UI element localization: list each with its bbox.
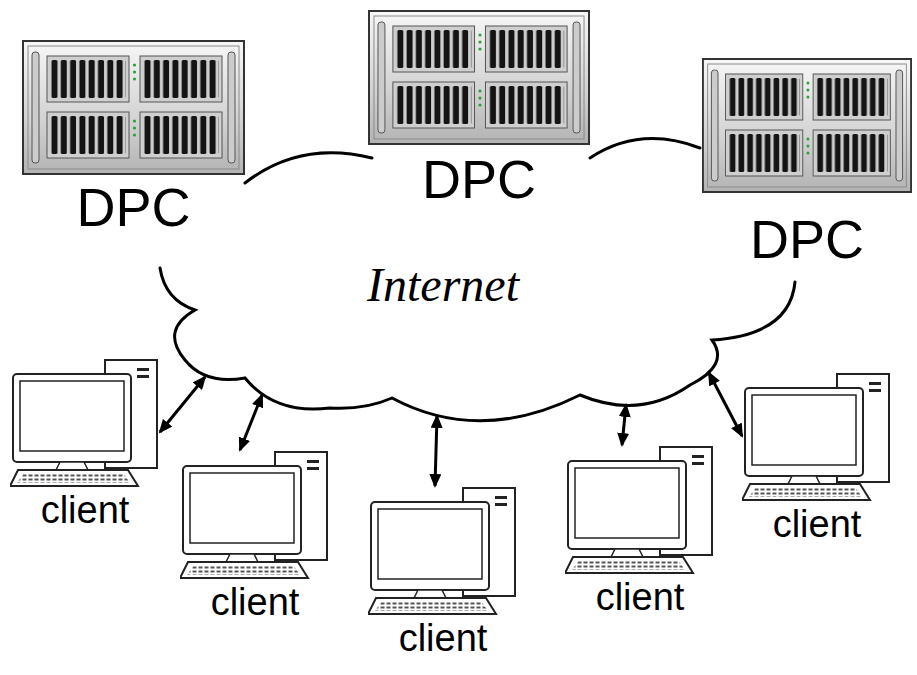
data-center-server: DPC — [368, 10, 590, 209]
computer-icon — [742, 372, 892, 502]
label-holder: client — [180, 582, 330, 624]
computer-icon — [565, 445, 715, 575]
computer-icon — [368, 486, 518, 616]
computer-icon — [180, 450, 330, 580]
node-label: client — [399, 618, 488, 660]
server-icon — [22, 40, 245, 175]
node-label: DPC — [750, 210, 864, 269]
data-center-server: DPC — [702, 58, 912, 269]
label-holder: client — [742, 504, 892, 546]
double-arrow — [240, 395, 262, 450]
data-center-server: DPC — [22, 40, 245, 237]
cloud-arc — [590, 139, 700, 158]
client-computer: client — [180, 450, 330, 624]
node-label: Internet — [367, 259, 519, 312]
double-arrow — [435, 416, 437, 486]
double-arrow — [709, 373, 742, 436]
node-label: DPC — [76, 178, 190, 237]
client-computer: client — [368, 486, 518, 660]
client-computer: client — [10, 358, 160, 532]
label-holder: client — [10, 490, 160, 532]
node-label: client — [41, 490, 130, 532]
node-label: DPC — [422, 150, 536, 209]
server-icon — [702, 58, 912, 193]
node-label: client — [596, 577, 685, 619]
label-holder: DPC — [22, 178, 245, 237]
cloud-arc — [245, 153, 372, 183]
label-holder: DPC — [368, 150, 590, 209]
client-computer: client — [742, 372, 892, 546]
server-icon — [368, 10, 590, 145]
double-arrow — [160, 377, 205, 432]
client-computer: client — [565, 445, 715, 619]
computer-icon — [10, 358, 160, 488]
label-holder: Internet — [367, 259, 519, 312]
label-holder: DPC — [702, 210, 912, 269]
node-label: client — [773, 504, 862, 546]
node-label: client — [211, 582, 300, 624]
label-holder: client — [565, 577, 715, 619]
double-arrow — [622, 405, 626, 445]
label-holder: client — [368, 618, 518, 660]
